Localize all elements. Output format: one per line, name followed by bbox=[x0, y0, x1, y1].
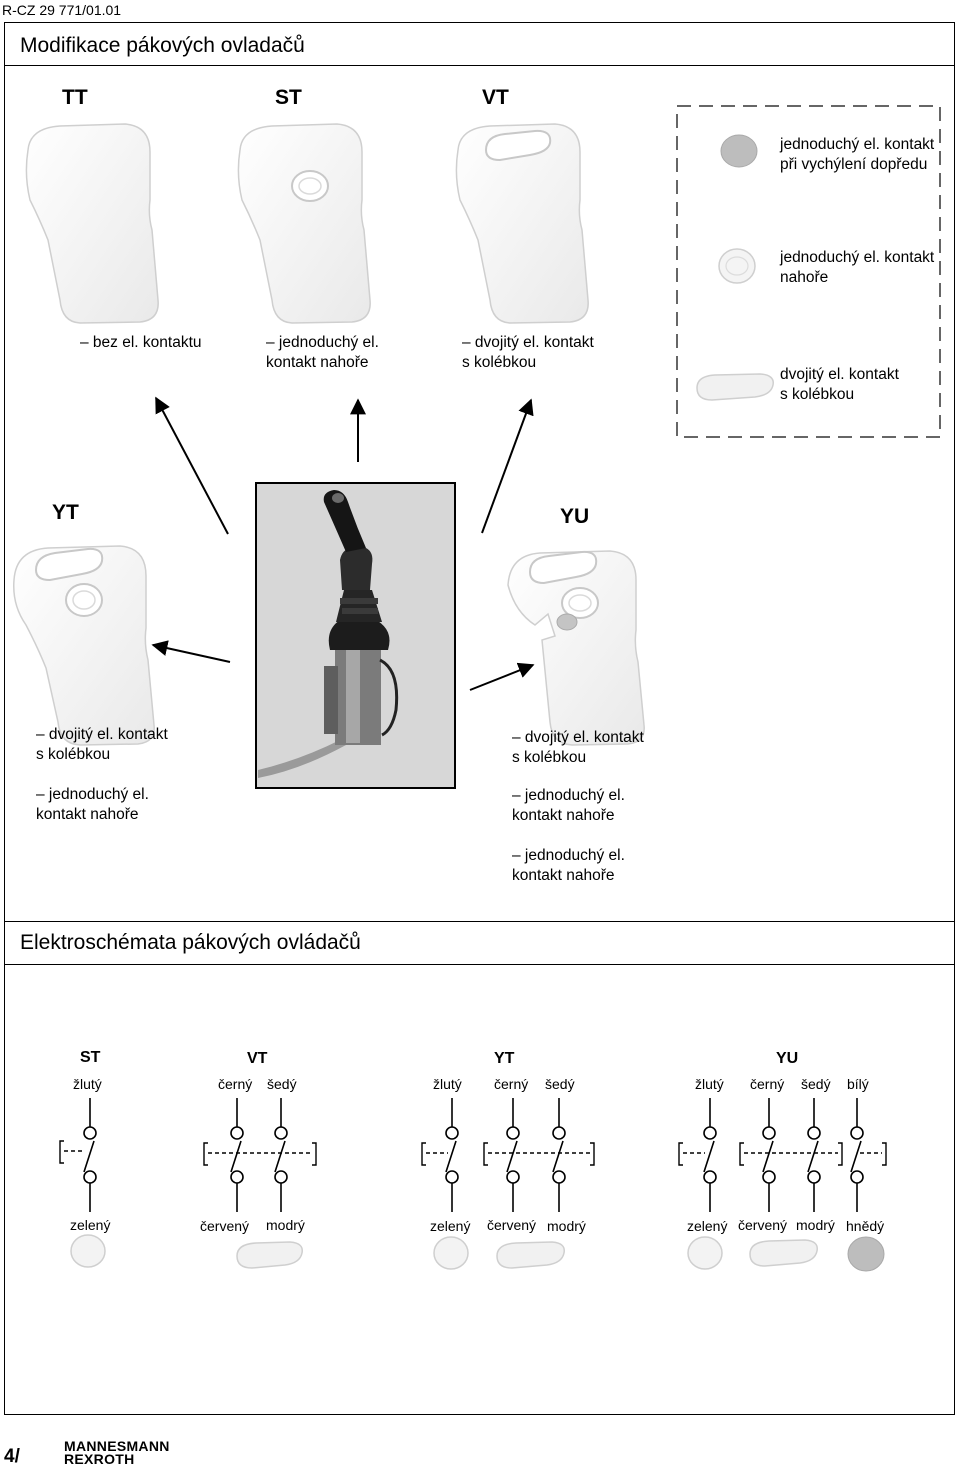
code-st: ST bbox=[275, 86, 302, 109]
switch-symbol bbox=[445, 1098, 459, 1212]
legend-box bbox=[676, 105, 941, 438]
brand-logo: MANNESMANN REXROTH bbox=[64, 1438, 170, 1467]
yt-label-2: – jednoduchý el. kontakt nahoře bbox=[36, 786, 149, 823]
brand-line-1: MANNESMANN bbox=[64, 1438, 170, 1454]
wire-yu-bottom-3: modrý bbox=[796, 1217, 835, 1233]
switch-symbol bbox=[83, 1098, 97, 1212]
wire-yu-bottom-4: hnědý bbox=[846, 1218, 885, 1234]
code-vt: VT bbox=[482, 86, 509, 109]
switch-symbol bbox=[807, 1098, 821, 1212]
yu-label-2: – jednoduchý el. kontakt nahoře bbox=[512, 787, 625, 824]
wire-vt-top-2: šedý bbox=[267, 1076, 297, 1092]
code-tt: TT bbox=[62, 86, 88, 109]
switch-symbol bbox=[850, 1098, 864, 1212]
brand-line-2: REXROTH bbox=[64, 1451, 135, 1467]
wire-yu-top-3: šedý bbox=[801, 1076, 831, 1092]
switch-symbol bbox=[552, 1098, 566, 1212]
section1-title: Modifikace pákových ovladačů bbox=[20, 34, 305, 57]
code-yu: YU bbox=[560, 505, 590, 528]
document-code: R-CZ 29 771/01.01 bbox=[2, 2, 122, 18]
section2-title: Elektroschémata pákových ovládačů bbox=[20, 931, 361, 954]
legend-grey-button bbox=[720, 134, 758, 168]
schema-code-yt: YT bbox=[494, 1050, 515, 1067]
label-st: – jednoduchý el. kontakt nahoře bbox=[266, 334, 379, 371]
yu-label-1: – dvojitý el. kontakt s kolébkou bbox=[512, 729, 644, 766]
switch-symbol bbox=[230, 1098, 244, 1212]
wire-st-bottom-1: zelený bbox=[70, 1217, 111, 1233]
wire-yu-bottom-2: červený bbox=[738, 1217, 788, 1233]
wire-vt-bottom-1: červený bbox=[200, 1218, 250, 1234]
switch-symbol bbox=[274, 1098, 288, 1212]
section1-title-bar bbox=[4, 22, 955, 66]
legend-label-forward: jednoduchý el. kontakt při vychýlení dop… bbox=[780, 136, 935, 173]
wire-st-top-1: žlutý bbox=[73, 1076, 102, 1092]
handle-vt-image bbox=[455, 123, 589, 324]
arrow-to-yt bbox=[151, 640, 231, 663]
schema-code-st: ST bbox=[80, 1049, 101, 1066]
wire-yt-bottom-3: modrý bbox=[547, 1218, 586, 1234]
wire-yu-bottom-1: zelený bbox=[687, 1218, 728, 1234]
yu-label-3: – jednoduchý el. kontakt nahoře bbox=[512, 847, 625, 884]
wire-yt-top-1: žlutý bbox=[433, 1076, 462, 1092]
handle-yu-image bbox=[507, 550, 645, 746]
arrow-to-vt bbox=[481, 398, 534, 534]
switch-symbol bbox=[703, 1098, 717, 1212]
wire-yu-top-1: žlutý bbox=[695, 1076, 724, 1092]
wire-vt-top-1: černý bbox=[218, 1076, 253, 1092]
schema-code-vt: VT bbox=[247, 1050, 268, 1067]
handle-st-image bbox=[237, 123, 371, 324]
legend-round-button bbox=[718, 248, 756, 284]
wire-yu-top-4: bílý bbox=[847, 1076, 869, 1092]
switch-symbol bbox=[506, 1098, 520, 1212]
wire-yt-bottom-2: červený bbox=[487, 1217, 537, 1233]
wire-yt-bottom-1: zelený bbox=[430, 1218, 471, 1234]
wire-yt-top-3: šedý bbox=[545, 1076, 575, 1092]
schema-code-yu: YU bbox=[776, 1050, 799, 1067]
section2-title-bar bbox=[4, 921, 955, 965]
arrow-to-tt bbox=[155, 396, 229, 535]
handle-tt-image bbox=[25, 123, 159, 324]
switch-symbol bbox=[762, 1098, 776, 1212]
joystick-photo bbox=[255, 482, 456, 789]
wire-yt-top-2: černý bbox=[494, 1076, 529, 1092]
label-tt: – bez el. kontaktu bbox=[80, 334, 202, 351]
handle-yt-image bbox=[13, 545, 155, 746]
code-yt: YT bbox=[52, 501, 79, 524]
arrow-to-yu bbox=[469, 662, 535, 691]
wire-vt-bottom-2: modrý bbox=[266, 1217, 305, 1233]
legend-label-rocker: dvojitý el. kontakt s kolébkou bbox=[780, 366, 899, 403]
legend-label-top: jednoduchý el. kontakt nahoře bbox=[780, 249, 935, 286]
wire-yu-top-2: černý bbox=[750, 1076, 785, 1092]
label-vt: – dvojitý el. kontakt s kolébkou bbox=[462, 334, 594, 371]
schema-buttons bbox=[70, 1234, 885, 1272]
yt-label-1: – dvojitý el. kontakt s kolébkou bbox=[36, 726, 168, 763]
page-number: 4/ bbox=[4, 1446, 20, 1467]
legend-rocker-button bbox=[696, 373, 774, 401]
